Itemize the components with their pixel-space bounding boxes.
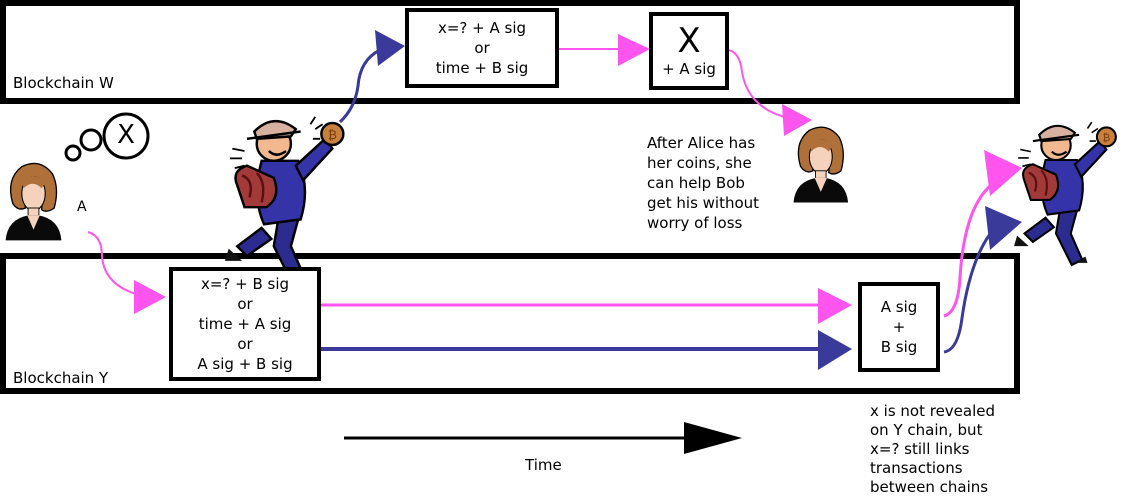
alice-right-figure [792,126,849,204]
blue-curve-bob-to-w [338,48,381,124]
time-label: Time [525,456,562,474]
pink-curve-w2-to-alice [727,49,789,119]
pink-arrowhead-y1 [134,280,166,314]
tx-w2-symbol: X [677,21,701,61]
tx-y1-line-2: or [237,295,253,313]
pink-arrowhead-y2 [818,288,852,324]
thought-bubble-medium [79,128,103,152]
pink-arrowhead-bob [984,150,1022,196]
tx-w2-box: X + A sig [649,12,729,90]
blockchain-w-frame [0,0,1020,104]
tx-y1-line-4: or [237,335,253,353]
time-arrowhead [684,422,742,454]
thought-bubble-large [102,112,150,160]
blue-arrowhead-w1 [375,30,405,66]
blue-curve-y2-to-bob [943,233,992,354]
tx-w2-line: + A sig [662,60,716,78]
pink-arrowhead-w2 [618,34,650,66]
blockchain-y-label: Blockchain Y [13,369,109,387]
tx-w1-line-1: x=? + A sig [437,19,527,37]
tx-y2-line-1: A sig [880,298,918,316]
tx-y2-line-3: B sig [880,338,918,356]
tx-w1-line-3: time + B sig [435,59,529,77]
alice-label: A [77,199,87,215]
tx-y1-line-3: time + A sig [198,315,292,333]
note-x-revealed-line-4: transactions [870,459,963,477]
note-x-revealed-line-1: x is not revealed [870,402,996,420]
alice-thought-x: X [117,120,135,150]
note-alice-help-line-5: worry of loss [647,214,743,232]
tx-y2-box: A sig + B sig [858,282,940,372]
note-alice-help-line-1: After Alice has [647,134,756,152]
blue-arrowhead-bob [985,206,1022,250]
tx-w1-line-2: or [474,39,490,57]
note-x-revealed-line-3: x=? still links [870,440,970,458]
blockchain-w-label: Blockchain W [13,74,114,92]
note-x-revealed-line-2: on Y chain, but [870,421,983,439]
note-x-revealed-line-5: between chains [870,478,989,496]
bob-right-figure [1012,121,1117,267]
note-alice-help-line-4: get his without [647,194,760,212]
blockchain-y-frame [0,253,1020,394]
note-alice-help-line-2: her coins, she [647,154,752,172]
thought-bubble-small [64,144,82,162]
alice-left-figure [4,162,63,242]
tx-y1-line-5: A sig + B sig [197,355,293,373]
tx-y1-line-1: x=? + B sig [200,275,290,293]
pink-arrowhead-alice [782,104,812,136]
tx-y1-box: x=? + B sig or time + A sig or A sig + B… [169,267,321,381]
pink-curve-y2-to-bob [943,184,992,318]
note-x-revealed: x is not revealed on Y chain, but x=? st… [870,402,995,497]
blue-arrowhead-y2 [818,330,852,370]
pink-curve-alice-to-y1 [87,231,137,295]
note-alice-help-line-3: can help Bob [647,174,745,192]
tx-y2-line-2: + [892,318,906,336]
note-alice-help: After Alice has her coins, she can help … [647,133,759,233]
tx-w1-box: x=? + A sig or time + B sig [405,8,559,88]
